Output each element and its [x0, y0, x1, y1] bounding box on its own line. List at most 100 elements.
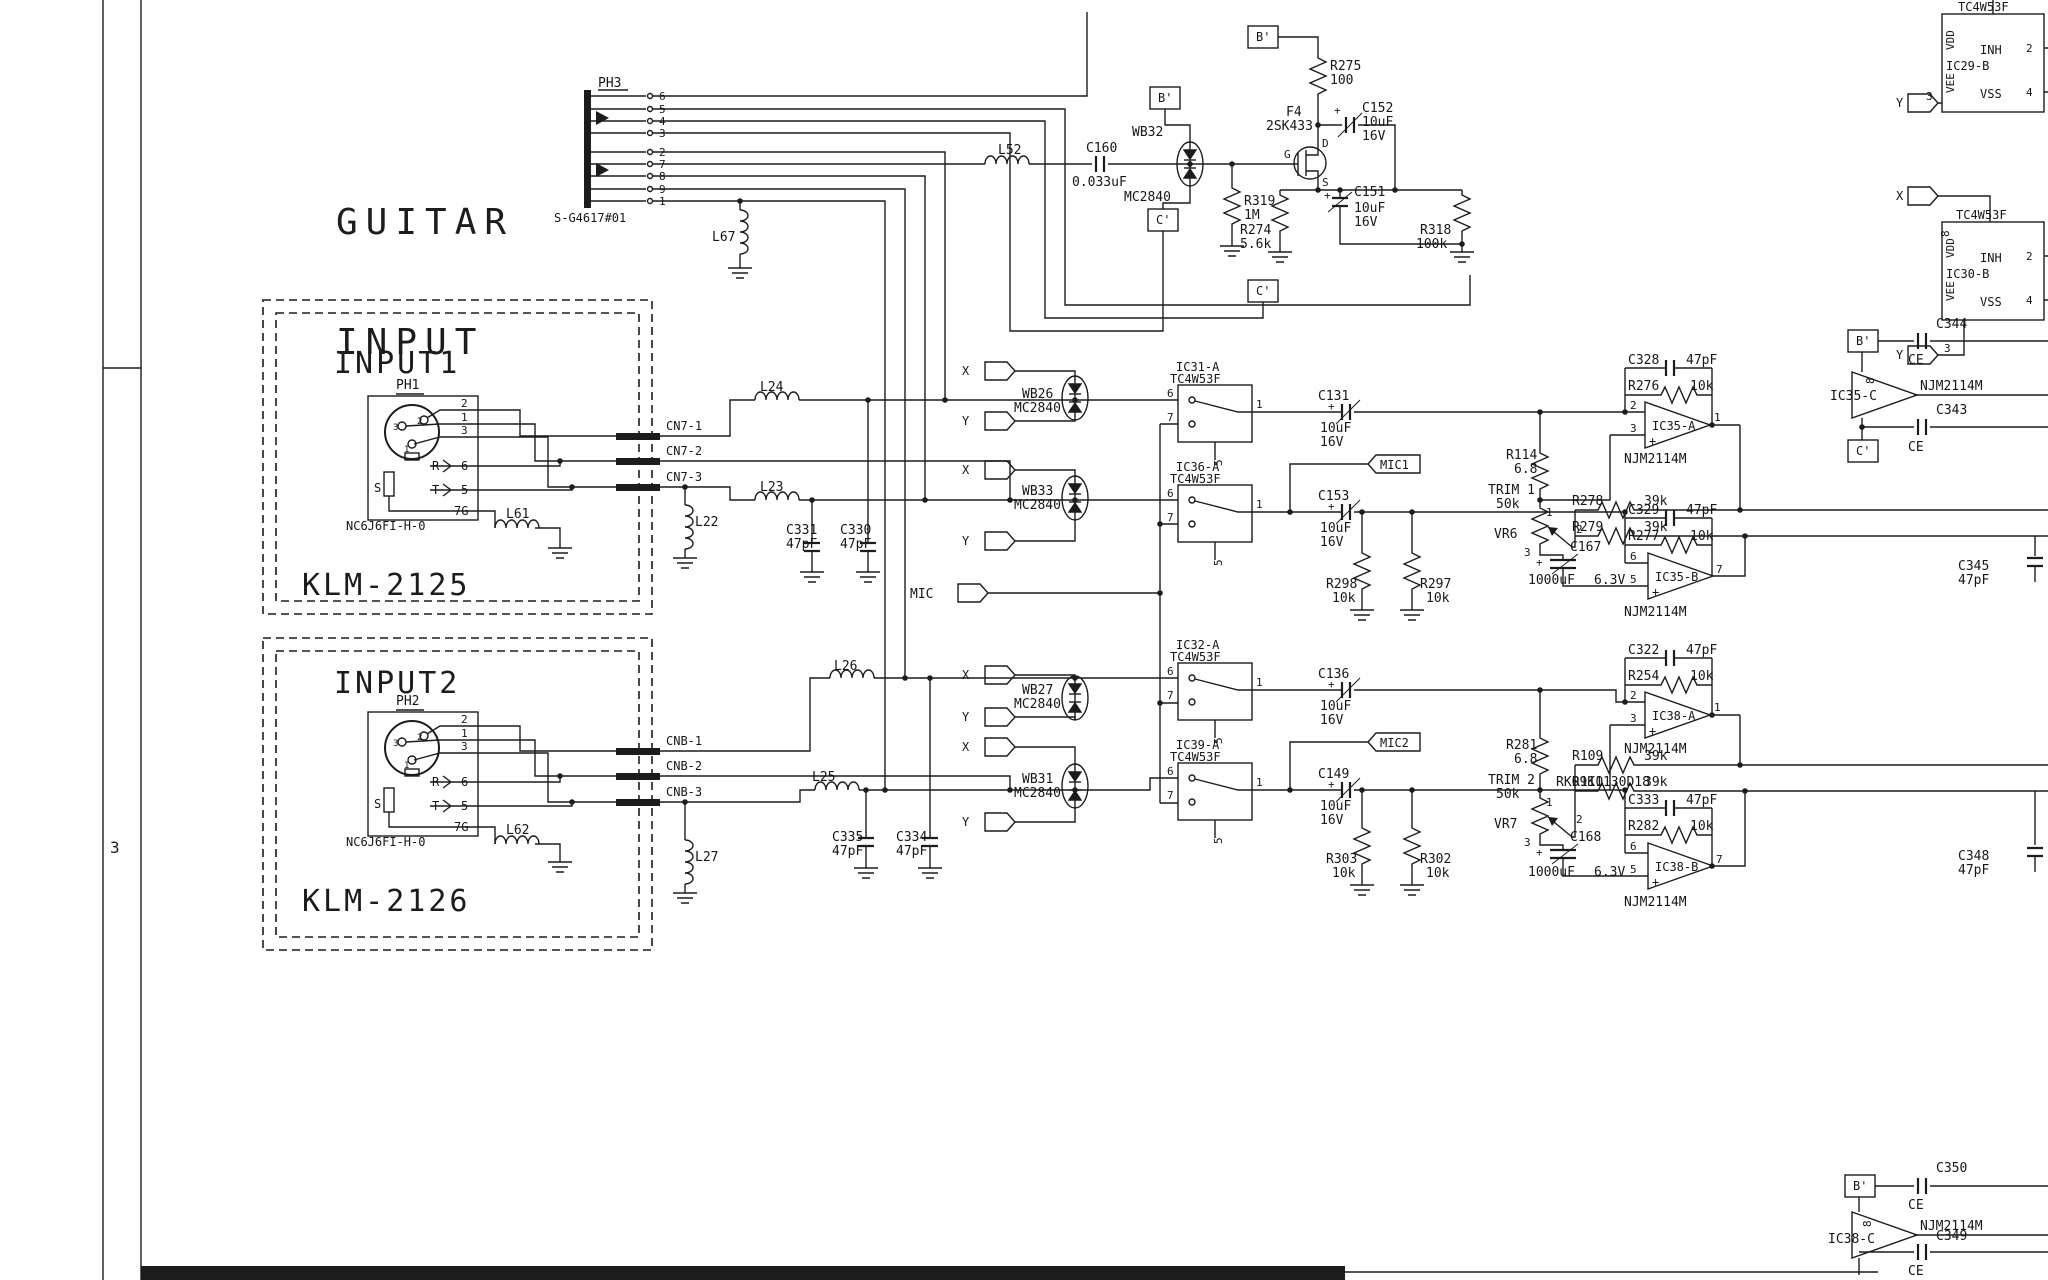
board1-title: KLM-2125 — [302, 568, 471, 603]
schematic-label-guitar: 1M — [1244, 208, 1260, 223]
schematic-label-guitar: 9 — [659, 183, 666, 196]
schematic-label-mid1: 10uF — [1320, 521, 1351, 536]
y-flag — [984, 812, 1016, 832]
schematic-label-mid2: + — [1652, 875, 1659, 889]
junction-dot — [1537, 409, 1543, 415]
junction-dot — [1287, 787, 1293, 793]
schematic-label-mid2: 5 — [1630, 863, 1637, 876]
junction-dot — [1287, 509, 1293, 515]
schematic-label-mid2: 2 — [1630, 689, 1637, 702]
schematic-label-top-right: VEE — [1944, 73, 1957, 93]
ph2-outline — [367, 711, 479, 837]
junction-dot — [1392, 187, 1398, 193]
schematic-label-mid1: Y — [962, 534, 970, 548]
schematic-label-mid1: 1 — [1714, 411, 1721, 424]
schematic-label-rc-top: C344 — [1936, 317, 1967, 332]
junction-dot — [1072, 397, 1078, 403]
schematic-label-input1: CN7-1 — [666, 419, 702, 433]
schematic-label-top-right: Y — [1896, 96, 1904, 110]
schematic-label-guitar: 2 — [659, 146, 666, 159]
schematic-label-guitar: + — [1334, 104, 1341, 117]
schematic-label-mid1: 39k — [1644, 494, 1668, 509]
schematic-label-mid2: 2 — [1576, 813, 1583, 826]
schematic-label-input2: NC6J6FI-H-0 — [346, 835, 425, 849]
guitar-input-title: GUITAR INPUT — [336, 123, 514, 443]
schematic-label-mid1: C153 — [1318, 489, 1349, 504]
schematic-label-mid2: 1 — [1256, 676, 1263, 689]
board-outlines — [262, 299, 653, 951]
schematic-label-mid2: MC2840 — [1014, 786, 1061, 801]
schematic-label-mid1: 16V — [1320, 435, 1344, 450]
schematic-label-mid1: 6 — [1167, 387, 1174, 400]
schematic-label-mid2: Y — [962, 815, 970, 829]
schematic-label-input1: 5 — [461, 483, 468, 497]
schematic-label-mid1: X — [962, 364, 970, 378]
schematic-label-input1: L22 — [695, 515, 718, 530]
schematic-label-rc-top: 8 — [1864, 377, 1877, 384]
x-flag — [1907, 186, 1939, 206]
schematic-label-guitar: D — [1322, 137, 1329, 150]
schematic-label-mid1: C131 — [1318, 389, 1349, 404]
schematic-label-mid2: 6 — [1630, 840, 1637, 853]
schematic-label-mid1: 50k — [1496, 497, 1520, 512]
schematic-label-guitar: WB32 — [1132, 125, 1163, 140]
schematic-label-mid1: 10k — [1426, 591, 1450, 606]
y-flag — [1907, 93, 1939, 113]
junction-dot — [1187, 161, 1193, 167]
junction-dot — [1409, 509, 1415, 515]
junction-dot — [1359, 509, 1365, 515]
schematic-label-mid2: R282 — [1628, 819, 1659, 834]
schematic-label-mid1: 1 — [1256, 498, 1263, 511]
schematic-label-mid1: R278 — [1572, 494, 1603, 509]
schematic-label-guitar: S-G4617#01 — [554, 211, 626, 225]
schematic-label-mid2: 7 — [1716, 853, 1723, 866]
schematic-label-rc-top: CE — [1908, 353, 1924, 368]
schematic-label-mid1: 6 — [1167, 487, 1174, 500]
schematic-label-mid2: 1 — [1256, 776, 1263, 789]
input2-wires — [388, 657, 2048, 893]
schematic-label-mid2: + — [1328, 778, 1335, 791]
schematic-label-mid1: 3 — [1524, 546, 1531, 559]
junction-dot — [1622, 409, 1628, 415]
board2-title: KLM-2126 — [302, 884, 471, 919]
sheet-border — [102, 0, 1878, 1280]
schematic-label-guitar: 5 — [659, 103, 666, 116]
input1-title: INPUT1 — [334, 346, 461, 381]
schematic-label-rc-bottom: B' — [1853, 1179, 1867, 1193]
schematic-label-mid2: C348 — [1958, 849, 1989, 864]
schematic-label-mid1: 3 — [1630, 422, 1637, 435]
schematic-label-guitar: C152 — [1362, 101, 1393, 116]
junction-dot — [1709, 712, 1715, 718]
schematic-label-mid1: IC35-B — [1655, 570, 1698, 584]
schematic-label-rc-top: IC35-C — [1830, 389, 1877, 404]
schematic-label-guitar: F4 — [1286, 105, 1302, 120]
junction-dot — [1072, 787, 1078, 793]
y-flag — [984, 531, 1016, 551]
schematic-label-top-right: Y — [1896, 348, 1904, 362]
ic39-a — [1177, 762, 1253, 839]
schematic-label-top-right: 4 — [2026, 86, 2033, 99]
schematic-label-mid2: C322 — [1628, 643, 1659, 658]
schematic-label-mid2: 6.3V — [1594, 865, 1625, 880]
schematic-label-top-right: X — [1896, 189, 1904, 203]
y-flag — [984, 707, 1016, 727]
schematic-label-top-right: IC30-B — [1946, 267, 1989, 281]
schematic-label-input1: T — [432, 483, 439, 497]
schematic-label-input1: 47pF — [786, 537, 817, 552]
schematic-label-mid2: C168 — [1570, 830, 1601, 845]
schematic-label-mid1: IC31-A — [1176, 360, 1220, 374]
schematic-label-rc-bottom: NJM2114M — [1920, 1219, 1983, 1234]
schematic-label-rc-top: CE — [1908, 440, 1924, 455]
schematic-label-input2: 3 — [393, 739, 398, 749]
jack-switch-2 — [383, 787, 395, 813]
schematic-label-rc-top: NJM2114M — [1920, 379, 1983, 394]
schematic-label-top-right: VDD — [1944, 30, 1957, 50]
schematic-label-top-right: IC29-B — [1946, 59, 1989, 73]
junction-dot — [809, 497, 815, 503]
junction-dot — [1537, 497, 1543, 503]
schematic-label-mid1: 7 — [1716, 563, 1723, 576]
junction-dot — [569, 484, 575, 490]
schematic-label-mid1: + — [1328, 400, 1335, 413]
schematic-label-mid2: R254 — [1628, 669, 1659, 684]
